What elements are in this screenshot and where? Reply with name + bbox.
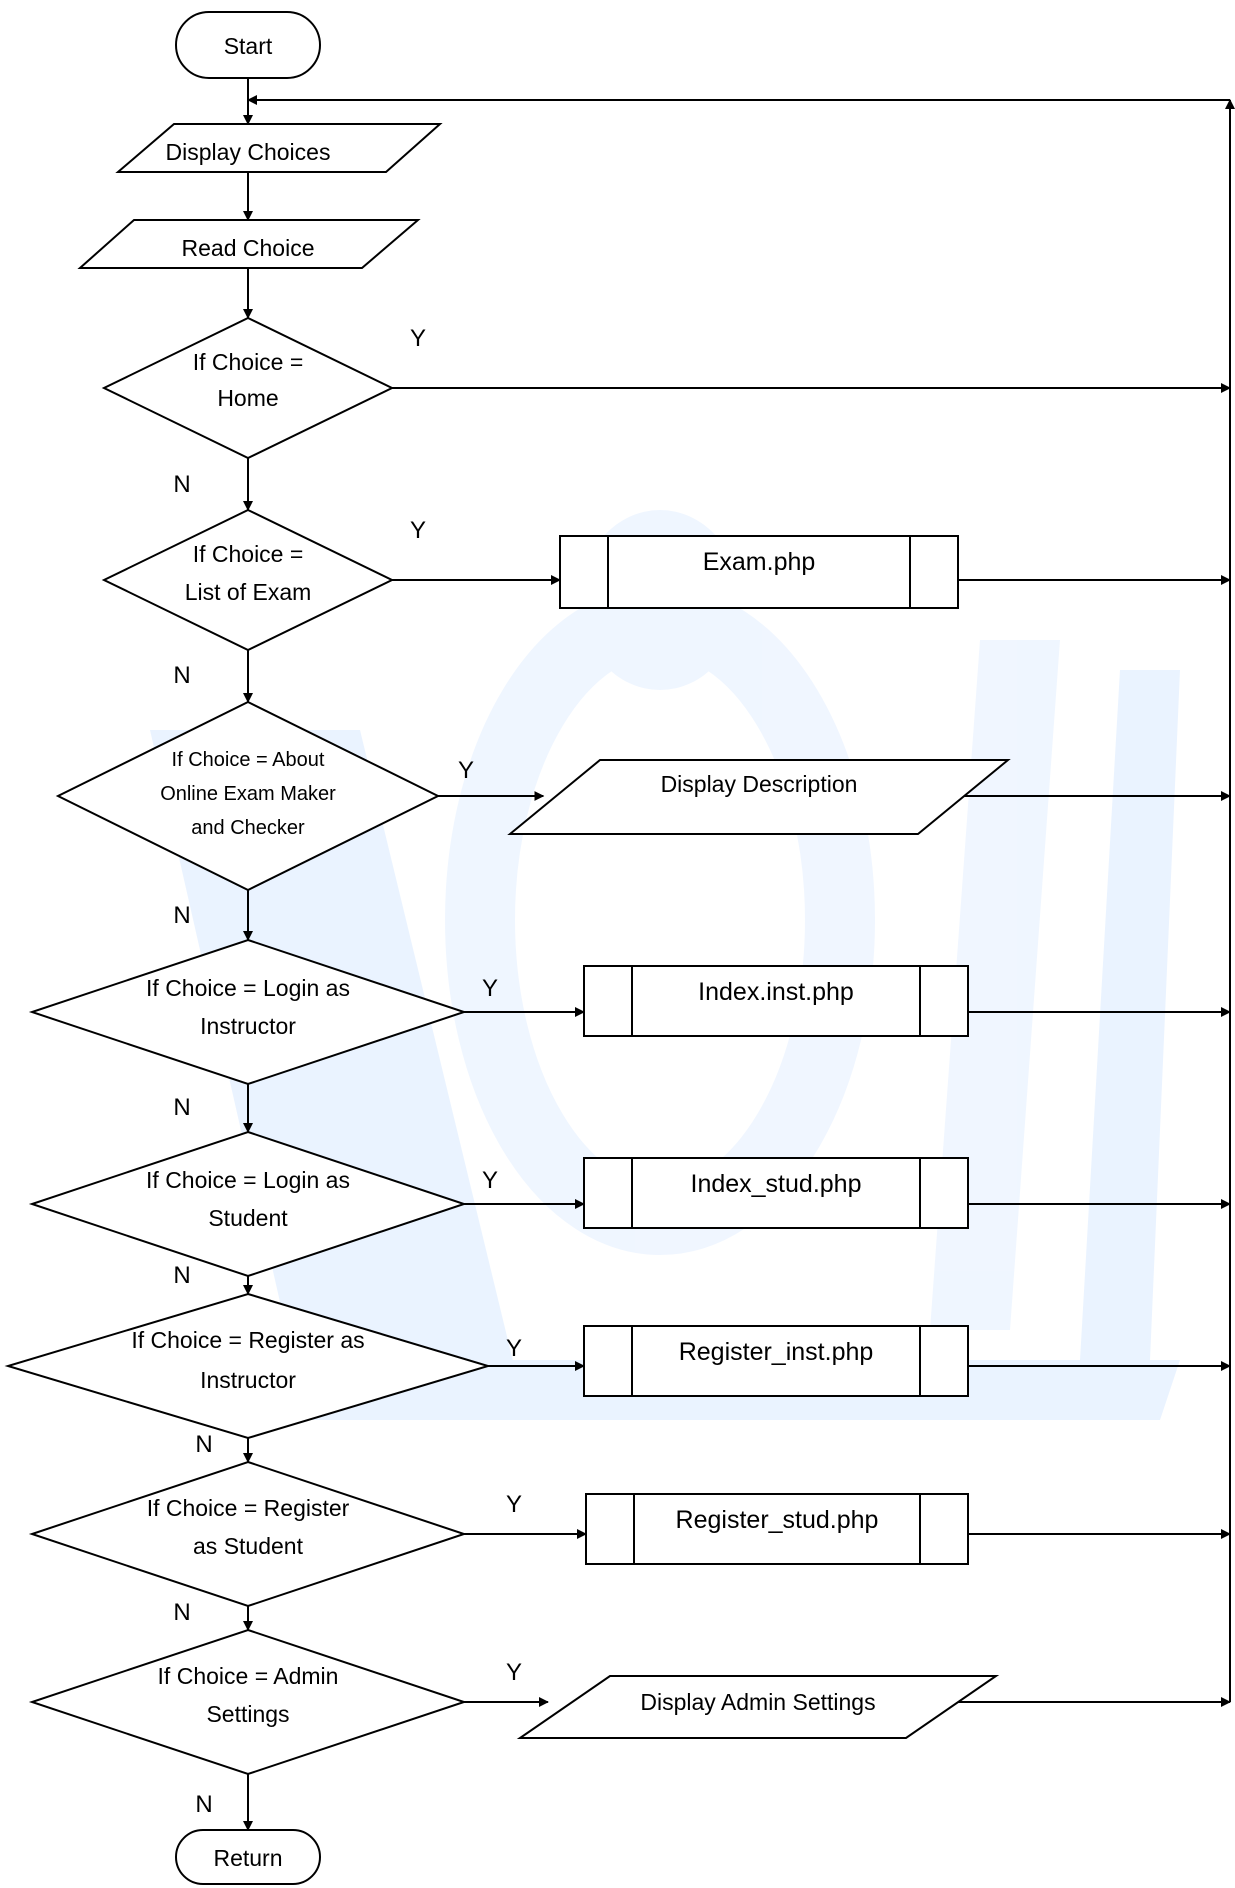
process-node-6-label: Register_inst.php — [679, 1338, 874, 1366]
display-choices-label: Display Choices — [166, 139, 331, 165]
io-node-8-label: Display Admin Settings — [640, 1689, 875, 1715]
decision-7-text: as Student — [193, 1533, 304, 1559]
return-label: Return — [213, 1845, 282, 1871]
no-label: N — [173, 902, 190, 929]
yes-label: Y — [506, 1659, 522, 1686]
decision-4 — [28, 938, 468, 1086]
io-node-3 — [507, 759, 1011, 835]
no-label: N — [173, 1262, 190, 1289]
no-label: N — [195, 1791, 212, 1818]
decision-5 — [28, 1130, 468, 1278]
yes-label: Y — [482, 1167, 498, 1194]
decision-4-text: If Choice = Login as — [146, 975, 350, 1001]
decision-3-text: and Checker — [191, 817, 305, 839]
flow-edges — [243, 78, 1235, 1831]
decision-2-text: List of Exam — [185, 579, 312, 605]
process-node-4-label: Index.inst.php — [698, 978, 854, 1006]
start-terminator — [175, 11, 321, 79]
decision-6-text: Instructor — [200, 1367, 296, 1393]
decision-5-text: Student — [208, 1205, 288, 1231]
decision-1-text: If Choice = — [193, 349, 304, 375]
decision-5-text: If Choice = Login as — [146, 1167, 350, 1193]
process-node-2 — [559, 535, 959, 609]
decision-6-text: If Choice = Register as — [131, 1327, 364, 1353]
decision-6 — [4, 1292, 492, 1440]
decision-8 — [28, 1628, 468, 1776]
process-node-7 — [585, 1493, 969, 1565]
no-label: N — [173, 471, 190, 498]
decision-4-text: Instructor — [200, 1013, 296, 1039]
decision-7 — [28, 1460, 468, 1608]
decision-3-text: If Choice = About — [172, 749, 325, 771]
yes-label: Y — [482, 975, 498, 1002]
decision-1 — [101, 316, 395, 460]
no-label: N — [195, 1431, 212, 1458]
no-label: N — [173, 662, 190, 689]
yes-label: Y — [458, 757, 474, 784]
decision-1-text: Home — [217, 385, 278, 411]
decision-8-text: Settings — [206, 1701, 289, 1727]
return-terminator — [175, 1829, 321, 1885]
decision-7-text: If Choice = Register — [147, 1495, 350, 1521]
process-node-6 — [583, 1325, 969, 1397]
process-node-2-label: Exam.php — [703, 548, 816, 576]
read-choice-label: Read Choice — [182, 235, 315, 261]
decision-2 — [101, 508, 395, 652]
decision-8-text: If Choice = Admin — [158, 1663, 339, 1689]
io-node-8 — [516, 1675, 1000, 1739]
read-choice-node — [77, 219, 421, 269]
yes-label: Y — [410, 325, 426, 352]
decision-3-text: Online Exam Maker — [160, 783, 336, 805]
io-node-3-label: Display Description — [661, 771, 858, 797]
process-node-4 — [583, 965, 969, 1037]
yes-label: Y — [506, 1335, 522, 1362]
no-label: N — [173, 1599, 190, 1626]
yes-label: Y — [410, 517, 426, 544]
process-node-5-label: Index_stud.php — [691, 1170, 862, 1198]
start-label: Start — [224, 33, 273, 59]
yes-label: Y — [506, 1491, 522, 1518]
decision-2-text: If Choice = — [193, 541, 304, 567]
no-label: N — [173, 1094, 190, 1121]
process-node-5 — [583, 1157, 969, 1229]
process-node-7-label: Register_stud.php — [676, 1506, 879, 1534]
decision-3 — [55, 700, 441, 892]
display-choices-node — [115, 123, 443, 173]
